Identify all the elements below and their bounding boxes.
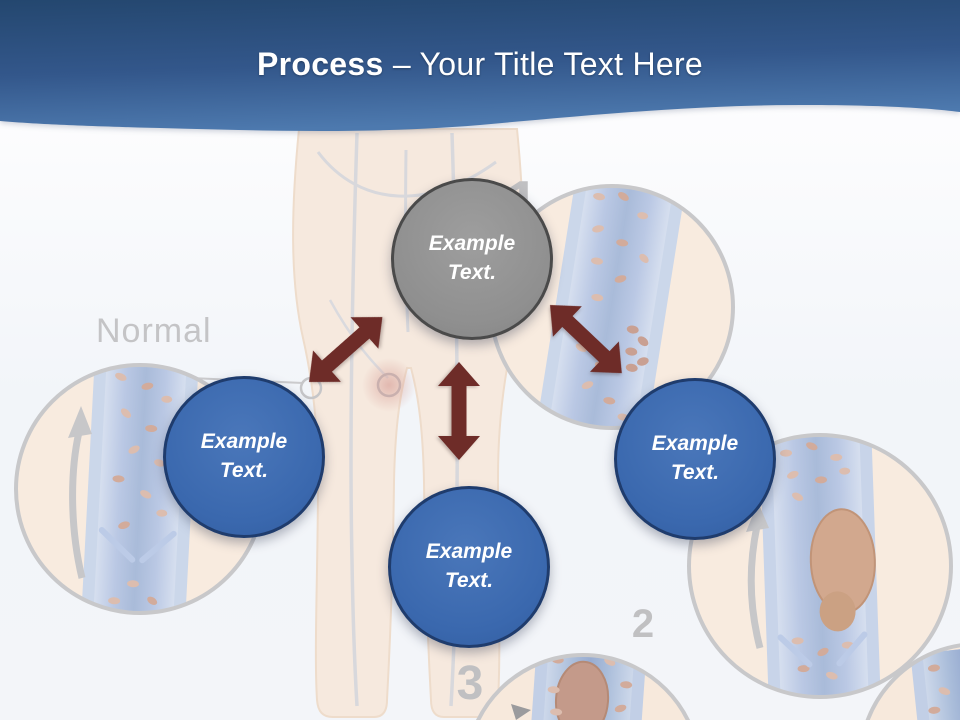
- inset-bottom: [466, 653, 700, 720]
- bruise-spot: [362, 358, 416, 412]
- flow-arrow-icon: [747, 525, 764, 649]
- node-left-label: Example Text.: [200, 430, 288, 482]
- background-label-normal: Normal: [96, 312, 212, 350]
- vein-marker-right: [376, 372, 402, 398]
- page-title[interactable]: Process – Your Title Text Here: [0, 46, 960, 83]
- node-bottom[interactable]: Example Text.: [388, 486, 550, 648]
- node-right-label: Example Text.: [651, 432, 739, 484]
- node-center[interactable]: Example Text.: [391, 178, 553, 340]
- title-rest: Your Title Text Here: [419, 46, 704, 82]
- stage-number-2: 2: [631, 602, 655, 646]
- title-emphasis: Process: [256, 46, 384, 82]
- double-arrow-left[interactable]: [295, 301, 396, 397]
- header-wave: [0, 0, 960, 131]
- node-bottom-label: Example Text.: [425, 540, 513, 592]
- flow-arrow-icon: [511, 704, 531, 720]
- flow-arrow-icon: [69, 431, 86, 579]
- node-center-label: Example Text.: [428, 232, 516, 284]
- clot-blob: [554, 660, 610, 720]
- double-arrow-center[interactable]: [438, 362, 480, 460]
- node-right[interactable]: Example Text.: [614, 378, 776, 540]
- stage-number-3: 3: [456, 657, 484, 710]
- title-separator: –: [392, 46, 411, 82]
- node-left[interactable]: Example Text.: [163, 376, 325, 538]
- double-arrow-right[interactable]: [536, 290, 637, 389]
- inset-bottom-right: [860, 643, 960, 720]
